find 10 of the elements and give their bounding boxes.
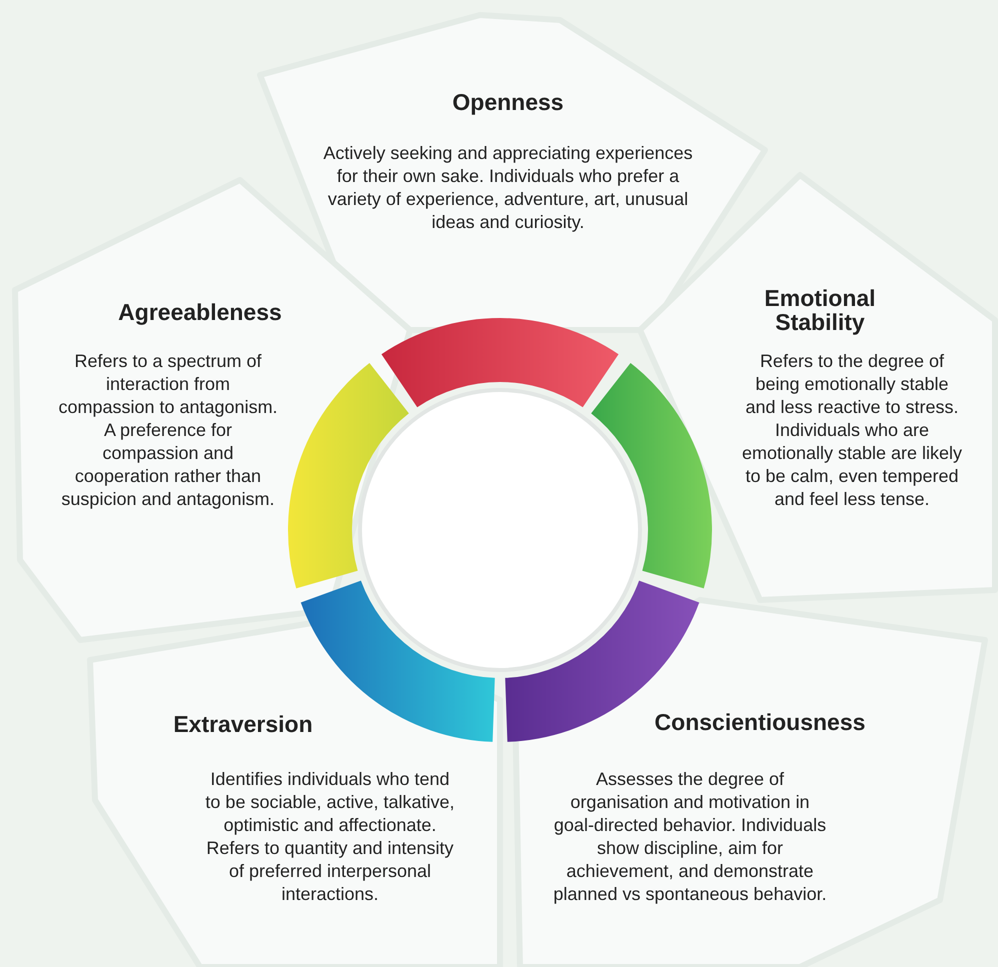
panel-heading: Agreeableness [117,300,283,324]
panel-description: Actively seeking and appreciating experiences for their own sake. Individuals who prefer a variety of experience, adventure, art, unusual ideas and curiosity. [323,142,693,234]
panel-description: Refers to the degree of being emotionally stable and less reactive to stress. Individuals who are emotionally stable are likely to be calm, even tempered and feel less tense. [740,350,964,511]
panel-heading: Openness [451,90,565,114]
panel-heading: Emotional Stability [763,286,877,334]
panel-heading: Extraversion [172,712,314,736]
panel-description: Refers to a spectrum of interaction from compassion to antagonism. A preference for compassion and cooperation rather than suspicion and antagonism. [57,350,279,511]
panel-description: Identifies individuals who tend to be sociable, active, talkative, optimistic and affectionate. Refers to quantity and intensity of preferred interpersonal interactions. [205,768,455,906]
panel-description: Assesses the degree of organisation and motivation in goal-directed behavior. Individuals show discipline, aim for achievement, and demonstrate planned vs spontaneous behavior. [552,768,828,906]
panel-heading: Conscientiousness [654,710,866,734]
